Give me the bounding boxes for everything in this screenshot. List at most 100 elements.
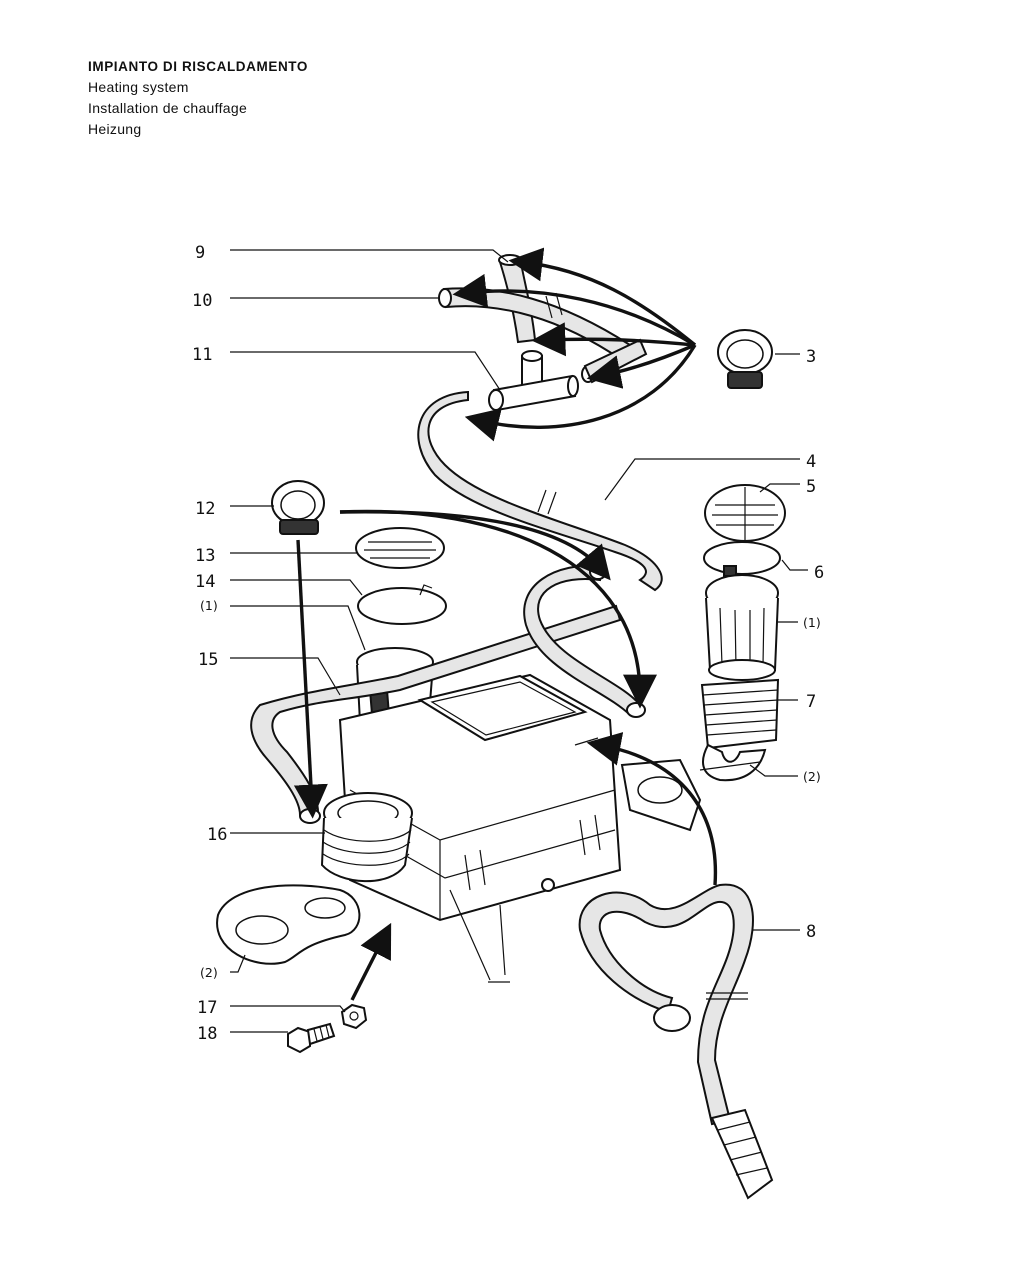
right-duct-assembly [620,484,786,832]
bolt-18-shank [306,1022,336,1046]
title-italian: IMPIANTO DI RISCALDAMENTO [88,59,309,74]
callout-7: 7 [806,692,816,712]
elbow-2-left [216,884,361,965]
leader-1-left [230,605,366,651]
callout-17: 17 [197,998,217,1018]
clamp-3-arrows [452,247,697,442]
arrow-3-to-9 [508,247,697,347]
break-mark-top [545,292,563,319]
hose-9-end [498,254,522,266]
bellows-16-folds [322,829,412,866]
arrow-3-to-11 [464,344,697,442]
leader-9 [230,249,509,263]
callout-10: 10 [192,291,212,311]
heater-box-cables [449,889,506,981]
leader-lines [230,249,808,1033]
bolt-18-thread [313,1024,330,1042]
ring-6 [703,541,781,575]
arrow-3-to-tee-top [531,322,696,357]
hose-15-end [299,808,321,824]
leader-5 [759,483,800,493]
heater-box [338,673,622,983]
leader-15 [230,657,341,696]
clamp-12-inner [280,490,316,520]
callout-8: 8 [806,922,816,942]
flange-tube [699,761,761,771]
hose-10 [442,287,632,362]
grille-13 [355,527,445,569]
arrow-17-up [350,922,392,1001]
arrow-3-to-10 [452,273,696,347]
hose-8-nozzle [710,1108,774,1200]
break-mark-4 [537,489,557,515]
hose-8-nozzle-ribs [717,1121,768,1176]
arrow-12-down [293,539,328,819]
heater-box-clips [464,814,601,891]
elbow-2-left-hole-b [304,897,346,919]
heater-box-lid [417,674,588,742]
callout-6: 6 [814,563,824,583]
heater-valve [541,878,555,892]
elbow-2-left-hole-a [235,915,289,945]
clamp-12-screw [279,519,319,535]
callout-5: 5 [806,477,816,497]
callout-1-left: (1) [200,598,218,613]
tee-end-left [488,389,504,411]
arrow-12-to-end [339,509,657,709]
callout-labels: 9 10 11 3 4 5 6 (1) 7 (2) 8 12 13 14 (1)… [192,243,824,1044]
leader-11 [230,351,501,391]
nut-17 [340,1003,368,1030]
callout-4: 4 [806,452,816,472]
grille-5-vanes [712,487,778,540]
leader-17 [230,1005,346,1013]
hose-8-end [653,1004,691,1032]
clamp-12-arrows [293,509,657,819]
hose-4 [417,390,663,592]
clamp-3-screw [727,371,763,389]
heater-box-lid-inner [430,681,577,736]
ring-14 [357,587,447,625]
callout-18: 18 [197,1024,217,1044]
title-german: Heizung [88,121,142,137]
callout-2-right: (2) [803,769,821,784]
leader-6 [781,559,808,571]
tube-1-right-ribs [719,607,765,669]
hose-15 [250,604,622,817]
callout-12: 12 [195,499,215,519]
leader-14 [230,579,363,596]
hose-8 [578,883,774,1200]
callout-1-right: (1) [803,615,821,630]
hose-10-end [438,288,452,308]
hose-group-top [438,254,648,412]
arrow-8-to-box [586,732,718,886]
bellows-16 [320,792,413,883]
tee-end-right [567,375,579,397]
bolt-18-head [287,1026,311,1054]
tee-stem-top [521,350,543,362]
break-mark-8 [706,992,748,1000]
callout-14: 14 [195,572,215,592]
nut-17-hole [349,1011,359,1021]
tube-1-right-bottom [708,659,776,681]
leader-2-left [230,954,246,973]
bellows-16-body [320,817,413,883]
callout-3: 3 [806,347,816,367]
arrow-3-to-10b [586,343,696,389]
ring-14-tab [419,584,433,596]
clamp-3-inner [726,339,764,369]
hose-clamp-3 [717,329,773,389]
callout-13: 13 [195,546,215,566]
callout-11: 11 [192,345,212,365]
hose-8-body [578,883,754,1126]
leader-4 [604,458,800,501]
callout-9: 9 [195,243,205,263]
bolt-18 [287,1022,336,1054]
grille-13-vanes [364,541,436,559]
callout-16: 16 [207,825,227,845]
hose-return-end [626,702,646,718]
callout-15: 15 [198,650,218,670]
title-french: Installation de chauffage [88,100,248,116]
title-block: IMPIANTO DI RISCALDAMENTO Heating system… [88,56,308,140]
tee-fitting-11 [488,350,579,412]
